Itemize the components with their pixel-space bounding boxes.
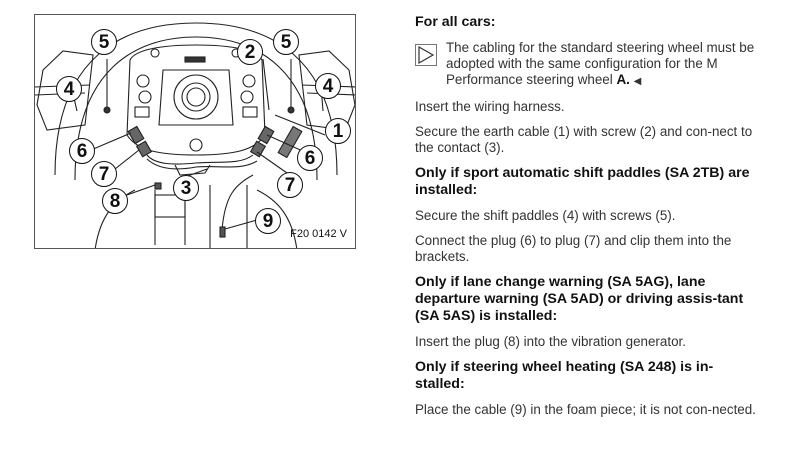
note-text: The cabling for the standard steering wh…	[446, 40, 755, 87]
figure-code: F20 0142 V	[290, 228, 347, 240]
callout-3: 3	[173, 175, 199, 201]
callout-4-right: 4	[315, 73, 341, 99]
heading-heating: Only if steering wheel heating (SA 248) …	[415, 359, 714, 392]
note-bold-ref: A.	[616, 72, 630, 87]
callout-8: 8	[102, 188, 128, 214]
heading-shift-paddles: Only if sport automatic shift paddles (S…	[415, 165, 750, 198]
callout-9: 9	[255, 208, 281, 234]
note-block: The cabling for the standard steering wh…	[415, 40, 760, 90]
step-shift-paddles: Secure the shift paddles (4) with screws…	[415, 208, 676, 223]
callout-1: 1	[325, 118, 351, 144]
steering-wheel-drawing	[35, 22, 355, 248]
callout-5-left: 5	[91, 29, 117, 55]
step-insert-harness: Insert the wiring harness.	[415, 99, 565, 114]
callout-7-left: 7	[91, 161, 117, 187]
end-marker-icon: ◀	[633, 76, 642, 87]
callout-6-right: 6	[297, 145, 323, 171]
step-connect-plug: Connect the plug (6) to plug (7) and cli…	[415, 233, 732, 264]
play-triangle-icon	[415, 44, 437, 66]
callout-5-right: 5	[273, 29, 299, 55]
steering-wheel-diagram: 5 2 5 4 4 1 6 6 7 7 3 8 9 F20 0142 V	[34, 14, 356, 249]
callout-4-left: 4	[56, 76, 82, 102]
step-earth-cable: Secure the earth cable (1) with screw (2…	[415, 124, 753, 155]
callout-7-right: 7	[277, 172, 303, 198]
step-foam: Place the cable (9) in the foam piece; i…	[415, 402, 756, 417]
callout-2: 2	[237, 39, 263, 65]
callout-6-left: 6	[69, 138, 95, 164]
heading-all-cars: For all cars:	[415, 14, 496, 30]
heading-lane-warning: Only if lane change warning (SA 5AG), la…	[415, 274, 744, 324]
step-vibration: Insert the plug (8) into the vibration g…	[415, 334, 686, 349]
instructions: For all cars: The cabling for the standa…	[415, 14, 760, 427]
